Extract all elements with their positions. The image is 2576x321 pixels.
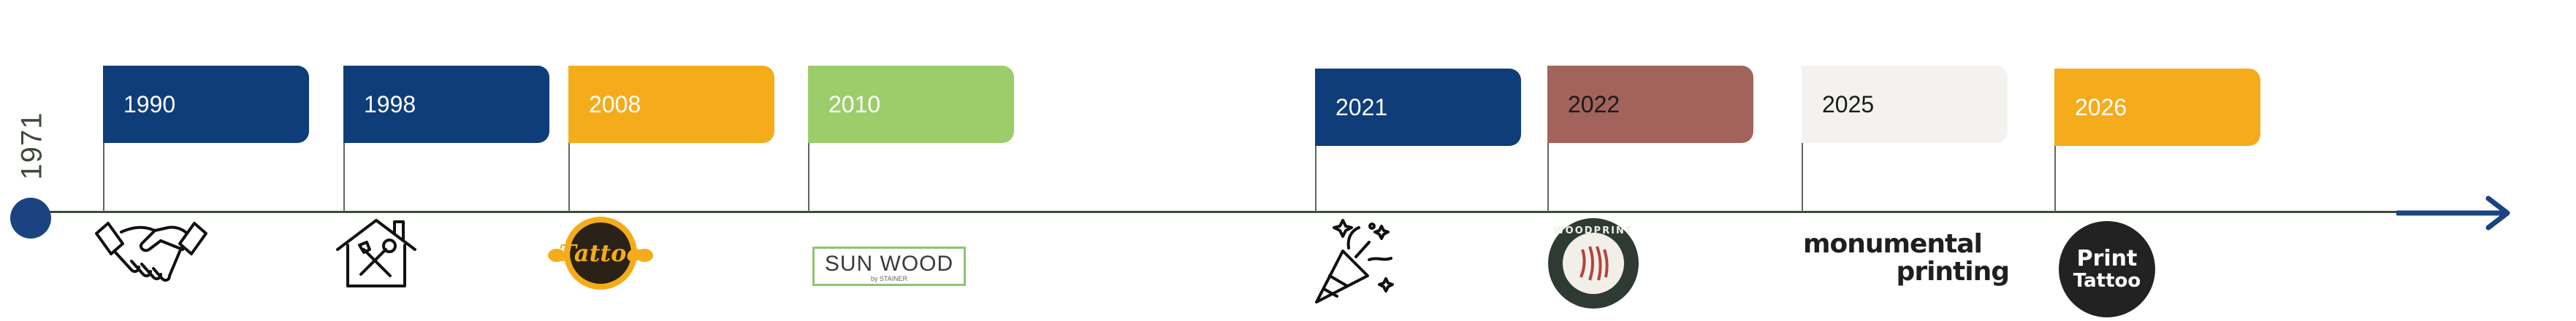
milestone-year: 2026 — [2075, 93, 2127, 120]
milestone-flag-1990: 1990 — [103, 66, 309, 143]
milestone-year: 2025 — [1822, 90, 1875, 117]
milestone-year: 2022 — [1568, 90, 1620, 117]
print-tattoo-line2: Tattoo — [2073, 270, 2141, 292]
milestone-flag-1998: 1998 — [343, 66, 549, 143]
monumental-printing-logo: monumental printing — [1803, 231, 2015, 286]
milestone-flag-2025: 2025 — [1802, 66, 2008, 143]
milestone-flag-2022: 2022 — [1547, 66, 1753, 143]
tattoo-badge-text: Tattoo — [559, 239, 642, 267]
timeline-start-dot — [10, 198, 51, 239]
sun-wood-sub: by STAINER — [870, 275, 908, 282]
milestone-flag-2010: 2010 — [808, 66, 1014, 143]
milestone-year: 1990 — [123, 90, 176, 117]
milestone-year: 1998 — [364, 90, 416, 117]
woodprint-seal-logo: WOODPRINT — [1548, 218, 1639, 309]
milestone-flag-2008: 2008 — [568, 66, 774, 143]
monumental-line2: printing — [1896, 257, 2010, 287]
handshake-icon — [95, 222, 207, 282]
monumental-line1: monumental — [1803, 229, 1983, 259]
print-tattoo-logo: Print Tattoo — [2059, 221, 2155, 317]
milestone-year: 2021 — [1335, 93, 1388, 120]
sun-wood-name: SUN WOOD — [824, 252, 954, 276]
party-popper-icon — [1315, 219, 1394, 303]
arrow-right-icon — [2396, 196, 2510, 231]
woodprint-text: WOODPRINT — [1553, 225, 1633, 236]
tattoo-badge-logo: Tattoo — [548, 217, 653, 290]
house-tools-icon — [336, 219, 416, 287]
milestone-year: 2008 — [589, 90, 641, 117]
timeline-axis — [31, 211, 2478, 213]
print-tattoo-line1: Print — [2076, 246, 2138, 271]
milestone-flag-2026: 2026 — [2054, 69, 2260, 146]
milestone-year: 2010 — [828, 90, 881, 117]
milestone-flag-2021: 2021 — [1315, 69, 1521, 146]
sun-wood-logo: SUN WOOD by STAINER — [812, 247, 966, 286]
start-year-label: 1971 — [15, 112, 48, 180]
